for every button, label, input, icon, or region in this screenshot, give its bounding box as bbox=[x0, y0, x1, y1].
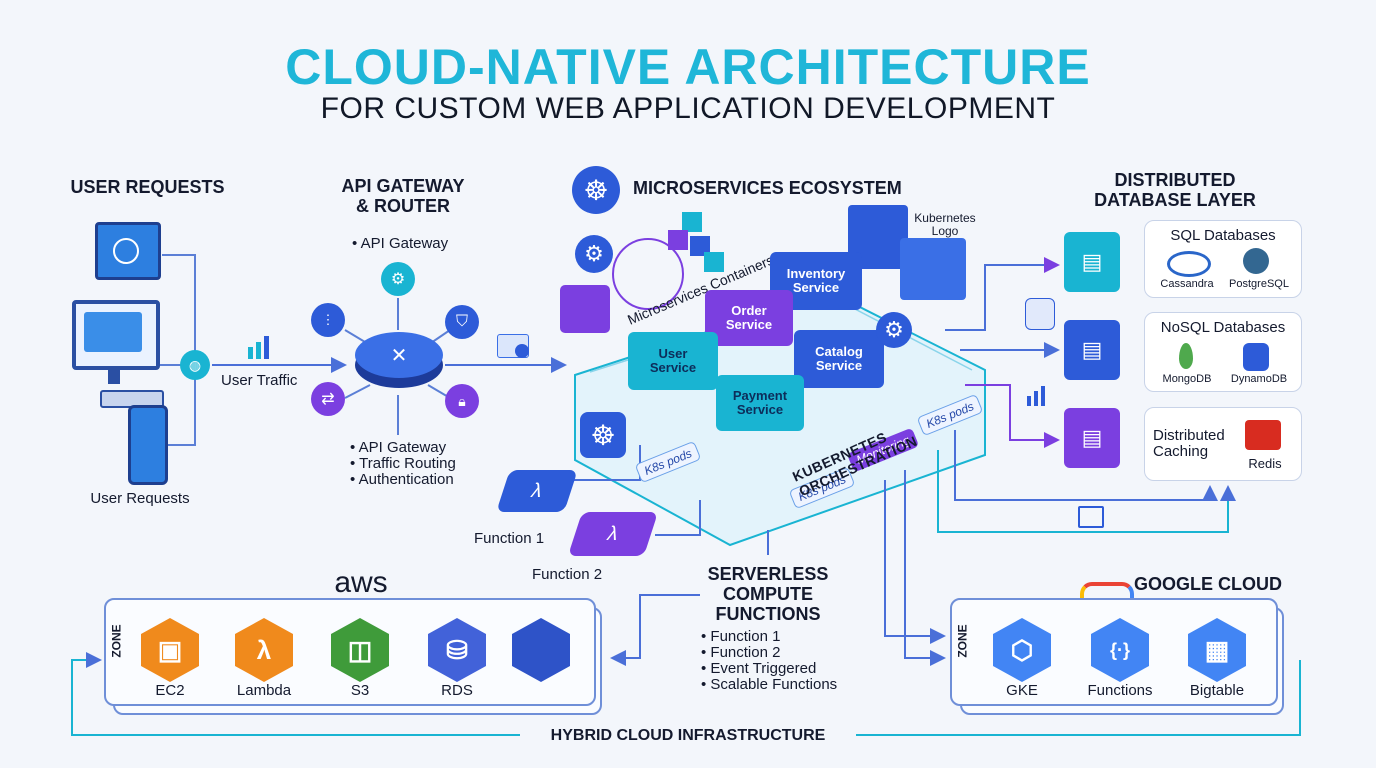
api-gateway-router-hub: ✕ bbox=[355, 328, 443, 388]
aws-logo: aws bbox=[334, 566, 388, 599]
network-mesh-icon bbox=[612, 238, 684, 310]
hierarchy-icon bbox=[1078, 506, 1104, 528]
gear-icon: ⚙ bbox=[575, 235, 613, 273]
mongodb-leaf-icon bbox=[1179, 343, 1193, 369]
postgresql-elephant-icon bbox=[1243, 248, 1269, 274]
sql-database-cube-icon: ▤ bbox=[1064, 232, 1120, 292]
api-gateway-heading: API GATEWAY & ROUTER bbox=[341, 176, 465, 216]
gcp-zone-label: ZONE bbox=[955, 624, 970, 658]
page-title: CLOUD-NATIVE ARCHITECTURE bbox=[285, 39, 1091, 95]
bigtable-label: Bigtable bbox=[1189, 682, 1245, 699]
container-cube-icon bbox=[560, 285, 610, 333]
network-nodes-icon: ⋮ bbox=[311, 303, 345, 337]
user-traffic-label: User Traffic bbox=[221, 372, 298, 389]
serverless-heading: SERVERLESS COMPUTE FUNCTIONS bbox=[707, 564, 829, 624]
kubernetes-wheel-icon: ☸ bbox=[580, 412, 626, 458]
api-gateway-top-bullet: • API Gateway bbox=[352, 235, 449, 252]
s3-label: S3 bbox=[350, 682, 370, 699]
shuffle-icon: ⇄ bbox=[311, 382, 345, 416]
smartphone-icon bbox=[128, 405, 168, 485]
functions-label: Functions bbox=[1087, 682, 1153, 699]
cache-cube-icon: ▤ bbox=[1064, 408, 1120, 468]
lambda-icon: λ bbox=[235, 618, 293, 682]
kubernetes-logo-label: Kubernetes Logo bbox=[914, 211, 976, 238]
function-2-lambda-icon: λ bbox=[567, 512, 659, 556]
traffic-chart-icon bbox=[246, 333, 276, 359]
aws-database-icon bbox=[512, 618, 570, 682]
s3-bucket-icon: ◫ bbox=[331, 618, 389, 682]
kubernetes-helm-icon: ☸ bbox=[572, 166, 620, 214]
function-1-lambda-icon: λ bbox=[496, 470, 578, 512]
database-settings-icon bbox=[1025, 298, 1055, 330]
cluster-blocks-icon bbox=[668, 212, 726, 274]
google-cloud-heading: GOOGLE CLOUD bbox=[1134, 574, 1282, 594]
shield-icon: ⛉ bbox=[445, 305, 479, 339]
shipping-container-icon-2 bbox=[900, 238, 966, 300]
router-settings-icon: ⚙ bbox=[381, 262, 415, 296]
settings-gear-icon: ⚙ bbox=[876, 312, 912, 348]
cassandra-eye-icon bbox=[1167, 251, 1211, 277]
lock-icon: 🔒︎ bbox=[445, 384, 479, 418]
nosql-databases-title: NoSQL Databases bbox=[1160, 319, 1286, 336]
ec2-icon: ▣ bbox=[141, 618, 199, 682]
postgresql-label: PostgreSQL bbox=[1229, 278, 1289, 290]
cassandra-label: Cassandra bbox=[1160, 278, 1214, 290]
database-layer-heading: DISTRIBUTED DATABASE LAYER bbox=[1094, 170, 1256, 210]
info-badge-icon bbox=[515, 344, 529, 358]
page-subtitle: FOR CUSTOM WEB APPLICATION DEVELOPMENT bbox=[320, 92, 1056, 125]
sql-databases-title: SQL Databases bbox=[1170, 227, 1276, 244]
dynamodb-icon bbox=[1243, 343, 1269, 371]
function-1-label: Function 1 bbox=[474, 530, 545, 547]
sql-databases-card: SQL Databases Cassandra PostgreSQL bbox=[1144, 220, 1302, 298]
dynamodb-label: DynamoDB bbox=[1230, 373, 1288, 385]
rds-icon: ⛁ bbox=[428, 618, 486, 682]
function-2-label: Function 2 bbox=[532, 566, 603, 583]
api-gateway-bullets: • API Gateway • Traffic Routing • Authen… bbox=[350, 439, 456, 488]
serverless-bullets: • Function 1 • Function 2 • Event Trigge… bbox=[701, 628, 838, 693]
distributed-caching-card: Distributed Caching Redis bbox=[1144, 407, 1302, 481]
mongodb-label: MongoDB bbox=[1162, 373, 1212, 385]
redis-icon bbox=[1245, 420, 1281, 450]
desktop-computer-icon bbox=[72, 300, 164, 410]
redis-label: Redis bbox=[1248, 456, 1282, 471]
globe-icon: ◍ bbox=[180, 350, 210, 380]
lambda-label: Lambda bbox=[236, 682, 292, 699]
gke-label: GKE bbox=[1006, 682, 1038, 699]
distributed-caching-title: Distributed Caching bbox=[1153, 427, 1225, 460]
analytics-chart-icon bbox=[1027, 386, 1053, 406]
tablet-device-icon bbox=[95, 222, 161, 288]
hybrid-cloud-label: HYBRID CLOUD INFRASTRUCTURE bbox=[520, 727, 856, 745]
rds-label: RDS bbox=[441, 682, 473, 699]
ec2-label: EC2 bbox=[155, 682, 185, 699]
nosql-database-cube-icon: ▤ bbox=[1064, 320, 1120, 380]
user-requests-caption: User Requests bbox=[90, 490, 190, 507]
microservices-heading: MICROSERVICES ECOSYSTEM bbox=[633, 178, 902, 198]
nosql-databases-card: NoSQL Databases MongoDB DynamoDB bbox=[1144, 312, 1302, 392]
user-requests-heading: USER REQUESTS bbox=[70, 177, 225, 197]
aws-zone-label: ZONE bbox=[109, 624, 124, 658]
